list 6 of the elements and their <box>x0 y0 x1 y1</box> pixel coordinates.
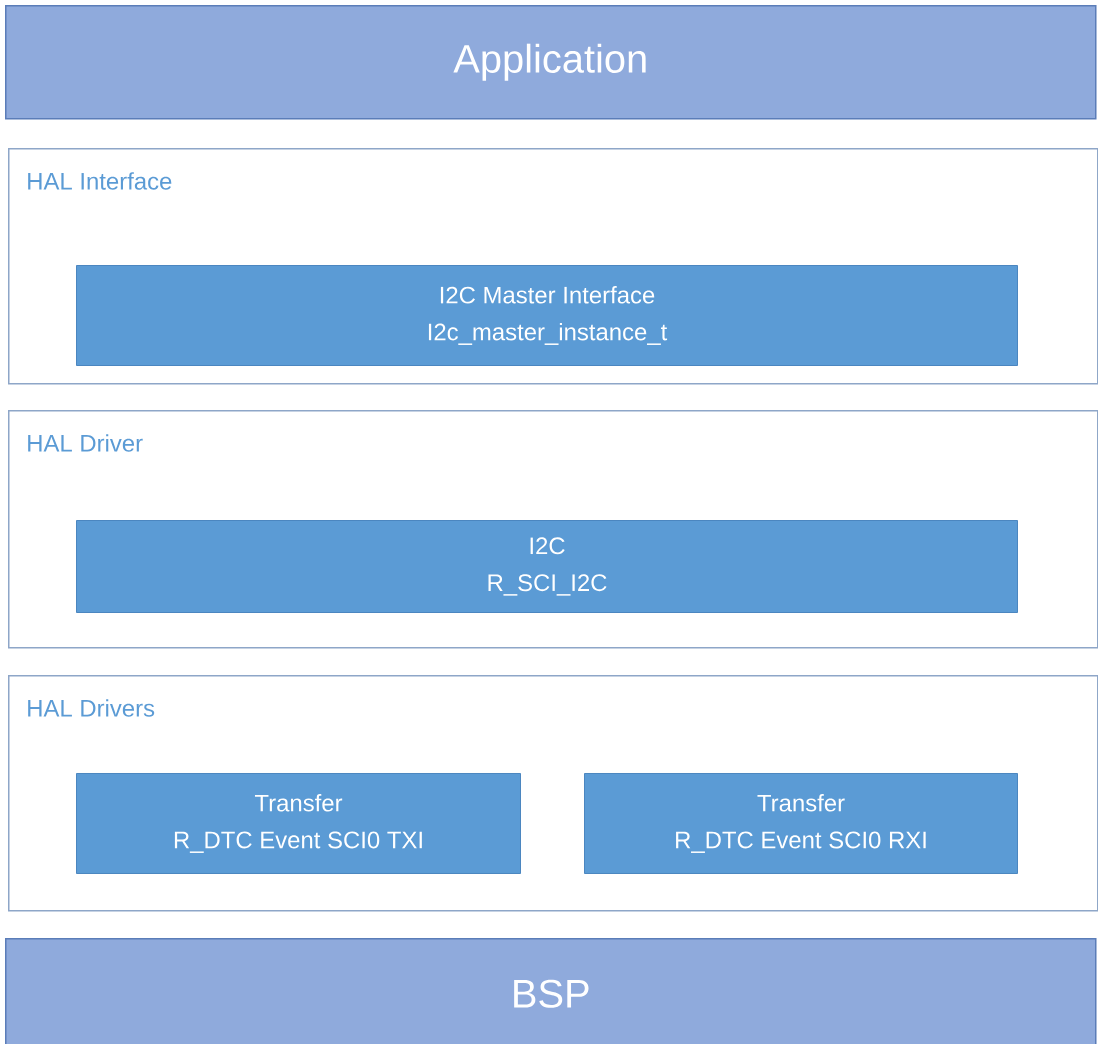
module-box: Transfer R_DTC Event SCI0 TXI <box>76 773 521 874</box>
layer-band: BSP <box>5 938 1097 1044</box>
module-box: I2C Master Interface I2c_master_instance_t <box>76 265 1018 366</box>
module-box: Transfer R_DTC Event SCI0 RXI <box>584 773 1018 874</box>
module-box: I2C R_SCI_I2C <box>76 520 1018 613</box>
layer-band: Application <box>5 5 1097 120</box>
